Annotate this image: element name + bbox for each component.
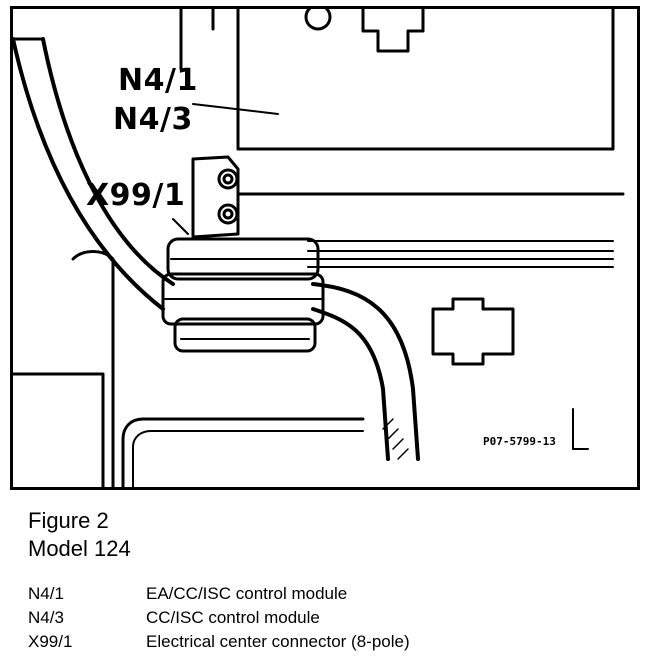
cable-lower-outer (311, 282, 420, 461)
cable-lower-inner (311, 307, 390, 461)
leader-x99-1 (172, 218, 189, 235)
callout-n4-3: N4/3 (113, 102, 193, 137)
callout-n4-1: N4/1 (118, 63, 198, 98)
leader-n4-1 (192, 103, 279, 115)
connector-base (173, 317, 317, 353)
legend-row: N4/1 EA/CC/ISC control module (28, 582, 638, 606)
retaining-clip (431, 297, 515, 366)
figure-subtitle: Model 124 (28, 536, 131, 561)
legend: N4/1 EA/CC/ISC control module N4/3 CC/IS… (28, 582, 638, 654)
legend-code: X99/1 (28, 632, 73, 651)
diagram-frame: N4/1 N4/3 X99/1 P07-5799-13 (10, 6, 640, 490)
legend-code: N4/3 (28, 608, 64, 627)
legend-description: EA/CC/ISC control module (146, 584, 348, 603)
top-socket (361, 9, 425, 53)
top-screw-icon (304, 9, 332, 31)
figure-reference: P07-5799-13 (483, 435, 556, 448)
cable-left-inner (41, 37, 175, 286)
connector-top (166, 237, 320, 281)
connector-illustration (13, 9, 625, 487)
connector-body (161, 272, 325, 326)
figure-title: Figure 2 (28, 508, 109, 533)
cable-left-outer (13, 37, 165, 311)
screw-lower-icon (217, 203, 239, 225)
legend-code: N4/1 (28, 584, 64, 603)
legend-description: Electrical center connector (8-pole) (146, 632, 410, 651)
module-housing (179, 9, 615, 151)
legend-row: N4/3 CC/ISC control module (28, 606, 638, 630)
callout-x99-1: X99/1 (86, 178, 186, 213)
screw-upper-icon (217, 168, 239, 190)
legend-description: CC/ISC control module (146, 608, 320, 627)
legend-row: X99/1 Electrical center connector (8-pol… (28, 630, 638, 654)
mounting-bracket (191, 155, 240, 239)
